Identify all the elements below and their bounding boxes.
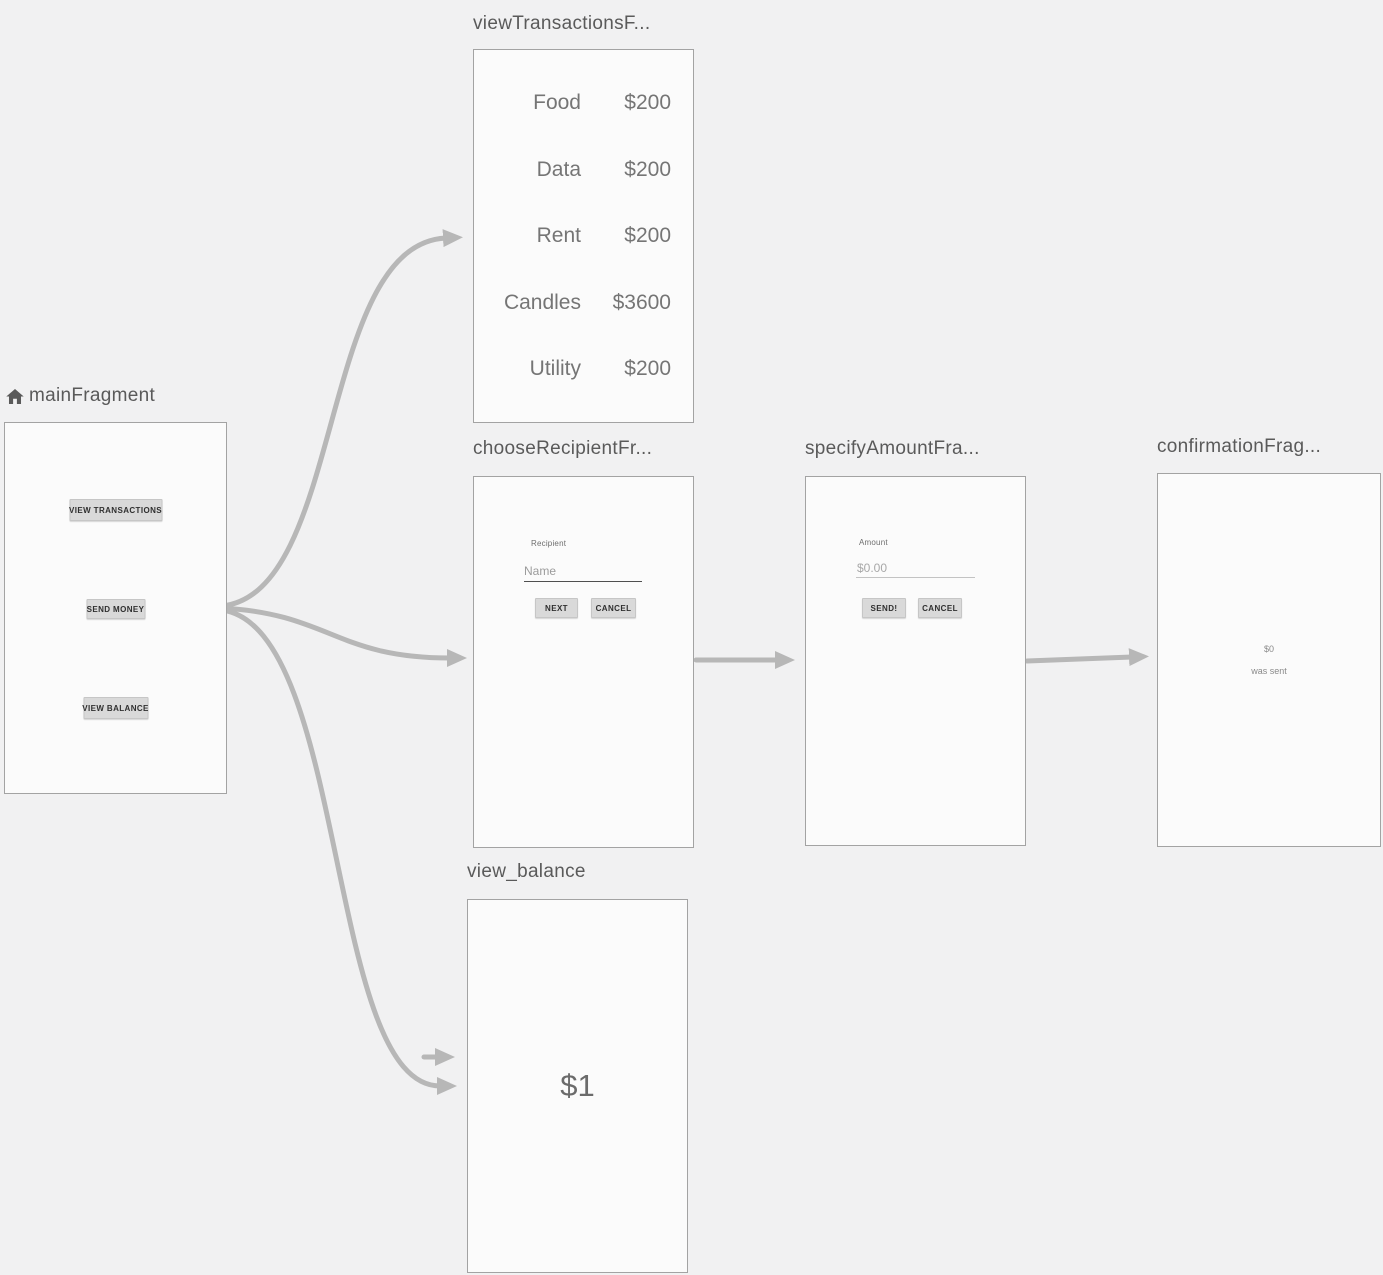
amount-field-label: Amount bbox=[859, 538, 888, 547]
recipient-name-input[interactable]: Name bbox=[524, 564, 557, 578]
main-fragment-title: mainFragment bbox=[5, 385, 155, 407]
specify-amount-title-label: specifyAmountFra... bbox=[805, 438, 980, 459]
main-fragment-card[interactable]: VIEW TRANSACTIONS SEND MONEY VIEW BALANC… bbox=[4, 422, 227, 794]
recipient-field-label: Recipient bbox=[531, 539, 567, 548]
choose-recipient-fragment-title: chooseRecipientFr... bbox=[473, 438, 652, 460]
transaction-row: Rent $200 bbox=[474, 203, 693, 270]
confirmation-title-label: confirmationFrag... bbox=[1157, 436, 1322, 457]
view-transactions-fragment-title: viewTransactionsF... bbox=[473, 13, 650, 35]
transaction-row: Utility $200 bbox=[474, 336, 693, 403]
main-fragment-title-label: mainFragment bbox=[29, 385, 156, 406]
view-balance-title-label: view_balance bbox=[467, 861, 586, 882]
transaction-row: Food $200 bbox=[474, 70, 693, 137]
balance-amount-text: $1 bbox=[560, 1068, 595, 1103]
specify-amount-fragment-title: specifyAmountFra... bbox=[805, 438, 980, 460]
action-specify-amount-to-confirmation[interactable] bbox=[1024, 648, 1149, 667]
transaction-row: Candles $3600 bbox=[474, 270, 693, 337]
amount-input-underline bbox=[856, 577, 975, 578]
transaction-label: Rent bbox=[536, 224, 581, 248]
view-balance-fragment-card[interactable]: $1 bbox=[467, 899, 688, 1273]
transaction-amount: $200 bbox=[624, 91, 671, 115]
action-main-to-view-transactions[interactable] bbox=[219, 229, 463, 609]
transaction-amount: $3600 bbox=[612, 290, 671, 314]
transactions-list: Food $200 Data $200 Rent $200 Candles $3… bbox=[474, 70, 693, 403]
next-button[interactable]: NEXT bbox=[535, 598, 578, 618]
transaction-amount: $200 bbox=[624, 157, 671, 181]
confirmation-fragment-title: confirmationFrag... bbox=[1157, 436, 1321, 458]
amount-input[interactable]: $0.00 bbox=[857, 561, 888, 575]
action-main-to-choose-recipient[interactable] bbox=[219, 605, 467, 667]
view-transactions-fragment-card[interactable]: Food $200 Data $200 Rent $200 Candles $3… bbox=[473, 49, 694, 423]
cancel-button[interactable]: CANCEL bbox=[591, 598, 636, 618]
cancel-button[interactable]: CANCEL bbox=[918, 598, 962, 618]
home-icon bbox=[6, 388, 24, 404]
transaction-label: Candles bbox=[503, 290, 581, 314]
choose-recipient-fragment-card[interactable]: Recipient Name NEXT CANCEL bbox=[473, 476, 694, 848]
confirmation-amount-text: $0 bbox=[1263, 644, 1274, 654]
send-button[interactable]: SEND! bbox=[862, 598, 906, 618]
transaction-label: Utility bbox=[529, 357, 581, 381]
confirmation-message-text: was sent bbox=[1251, 666, 1287, 676]
view-transactions-title-label: viewTransactionsF... bbox=[473, 13, 651, 34]
specify-amount-fragment-card[interactable]: Amount $0.00 SEND! CANCEL bbox=[805, 476, 1026, 846]
choose-recipient-title-label: chooseRecipientFr... bbox=[473, 438, 653, 459]
transaction-label: Data bbox=[536, 157, 581, 181]
recipient-input-underline bbox=[524, 581, 642, 582]
view-balance-button[interactable]: VIEW BALANCE bbox=[82, 697, 148, 719]
view-balance-fragment-title: view_balance bbox=[467, 861, 586, 883]
send-money-button[interactable]: SEND MONEY bbox=[86, 599, 145, 619]
transaction-amount: $200 bbox=[624, 224, 671, 248]
transaction-row: Data $200 bbox=[474, 137, 693, 204]
transaction-amount: $200 bbox=[624, 357, 671, 381]
view-transactions-button[interactable]: VIEW TRANSACTIONS bbox=[69, 499, 162, 521]
transaction-label: Food bbox=[533, 91, 581, 115]
confirmation-fragment-card[interactable]: $0 was sent bbox=[1157, 473, 1381, 847]
action-main-to-view-balance[interactable] bbox=[219, 607, 457, 1095]
